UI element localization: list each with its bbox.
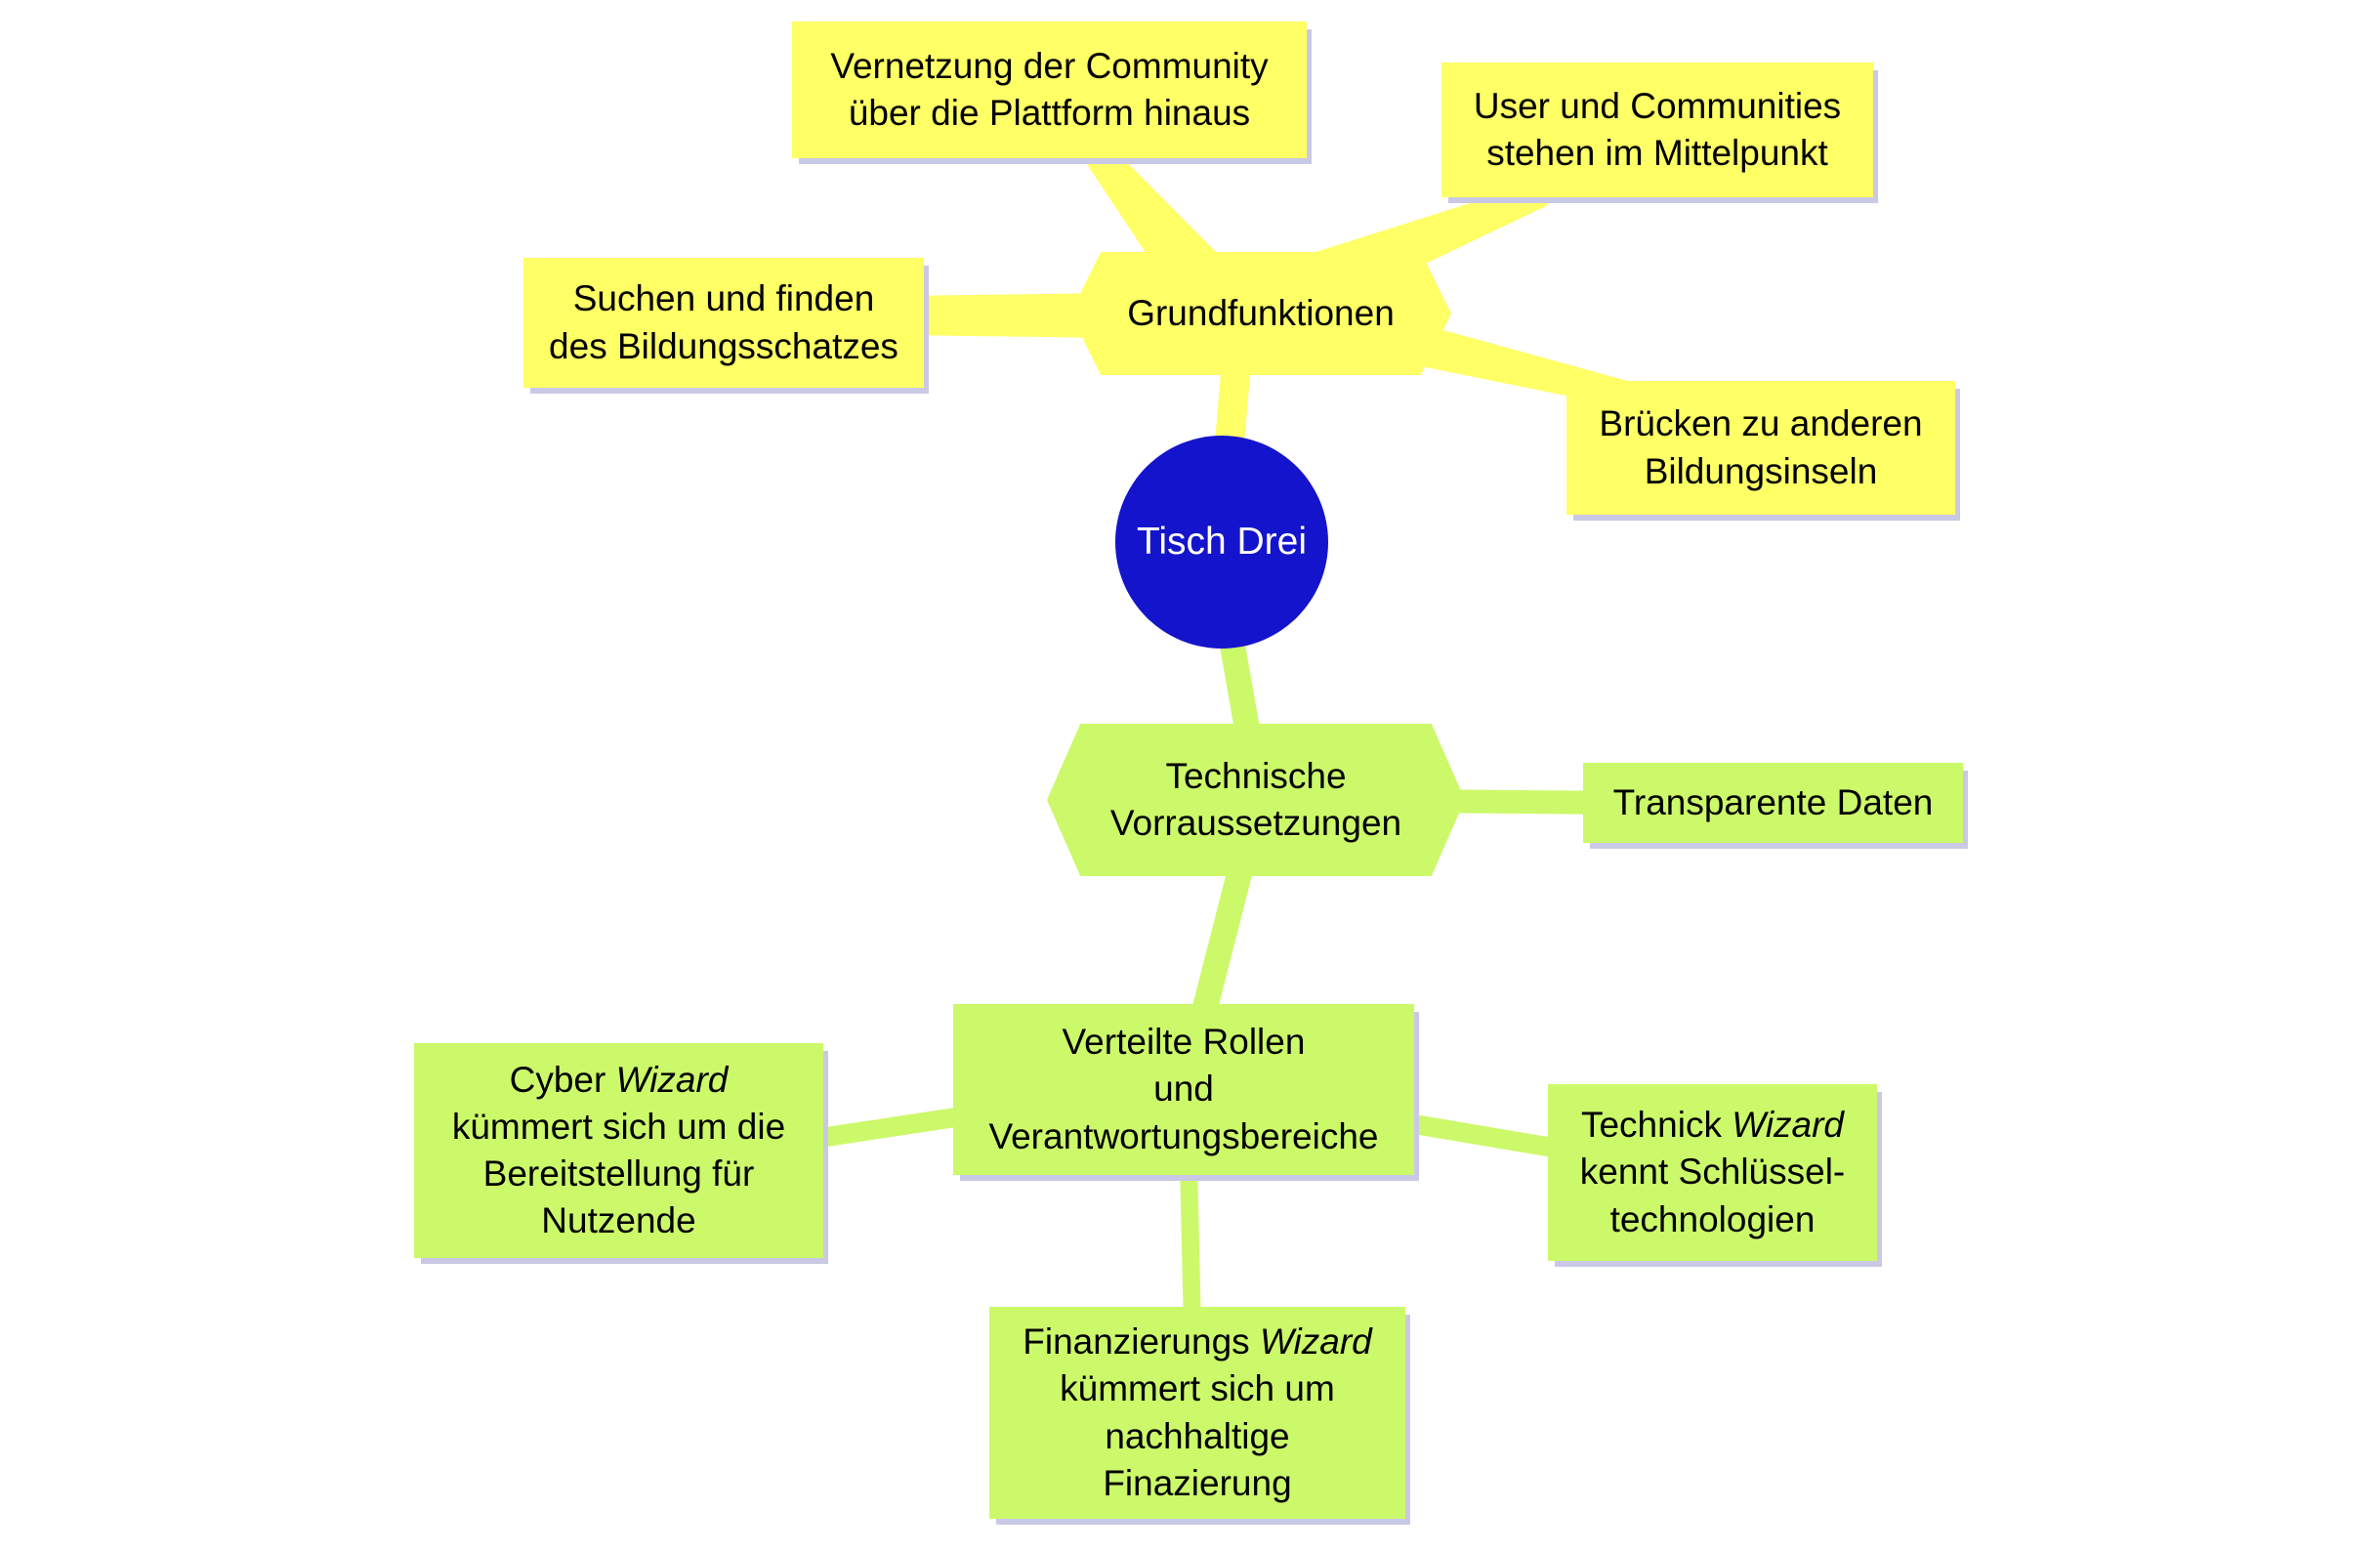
topic-cyber-wizard-rest: kümmert sich um die Bereitstellung für N… xyxy=(451,1106,786,1241)
topic-transparente-daten[interactable]: Transparente Daten xyxy=(1583,763,1963,843)
topic-vernetzung-label: Vernetzung der Community über die Plattf… xyxy=(830,45,1269,133)
topic-user-communities-label: User und Communities stehen im Mittelpun… xyxy=(1473,85,1842,173)
topic-bruecken-label: Brücken zu anderen Bildungsinseln xyxy=(1599,403,1923,491)
topic-cyber-wizard[interactable]: Cyber Wizard kümmert sich um die Bereits… xyxy=(414,1043,823,1258)
hub-technische-label: Technische Vorraussetzungen xyxy=(1109,755,1402,843)
topic-verteilte-rollen-label: Verteilte Rollen und Verantwortungsberei… xyxy=(988,1022,1379,1156)
topic-finanzierungs-wizard-prefix: Finanzierungs xyxy=(1023,1321,1260,1362)
hub-technische-vorraussetzungen[interactable]: Technische Vorraussetzungen xyxy=(1047,724,1465,876)
topic-finanzierungs-wizard[interactable]: Finanzierungs Wizard kümmert sich um nac… xyxy=(989,1307,1405,1519)
topic-user-communities[interactable]: User und Communities stehen im Mittelpun… xyxy=(1441,63,1873,197)
connector-technische-verteilte xyxy=(1187,851,1257,1034)
topic-finanzierungs-wizard-rest: kümmert sich um nachhaltige Finazierung xyxy=(1060,1368,1335,1503)
connector-verteilte-cyber xyxy=(799,1104,983,1151)
connector-verteilte-finanzierung xyxy=(1180,1161,1201,1329)
connector-grundfunktionen-suchen xyxy=(898,293,1113,338)
topic-finanzierungs-wizard-word: Wizard xyxy=(1259,1321,1372,1362)
topic-cyber-wizard-word: Wizard xyxy=(615,1059,729,1100)
topic-technick-wizard-word: Wizard xyxy=(1732,1105,1845,1146)
topic-transparente-daten-label: Transparente Daten xyxy=(1612,781,1934,822)
topic-bruecken[interactable]: Brücken zu anderen Bildungsinseln xyxy=(1566,381,1955,515)
topic-cyber-wizard-prefix: Cyber xyxy=(509,1059,616,1100)
topic-technick-wizard-rest: kennt Schlüssel- technologien xyxy=(1579,1152,1846,1239)
topic-verteilte-rollen[interactable]: Verteilte Rollen und Verantwortungsberei… xyxy=(953,1004,1414,1175)
root-topic-label: Tisch Drei xyxy=(1136,520,1308,563)
topic-suchen-finden[interactable]: Suchen und finden des Bildungsschatzes xyxy=(523,258,924,388)
hub-grundfunktionen[interactable]: Grundfunktionen xyxy=(1070,252,1451,375)
root-topic[interactable]: Tisch Drei xyxy=(1115,436,1328,649)
hub-grundfunktionen-label: Grundfunktionen xyxy=(1127,292,1395,333)
topic-technick-wizard-prefix: Technick xyxy=(1580,1105,1733,1146)
topic-technick-wizard[interactable]: Technick Wizard kennt Schlüssel- technol… xyxy=(1548,1084,1877,1261)
topic-vernetzung[interactable]: Vernetzung der Community über die Plattf… xyxy=(792,21,1307,158)
topic-suchen-finden-label: Suchen und finden des Bildungsschatzes xyxy=(549,278,898,366)
